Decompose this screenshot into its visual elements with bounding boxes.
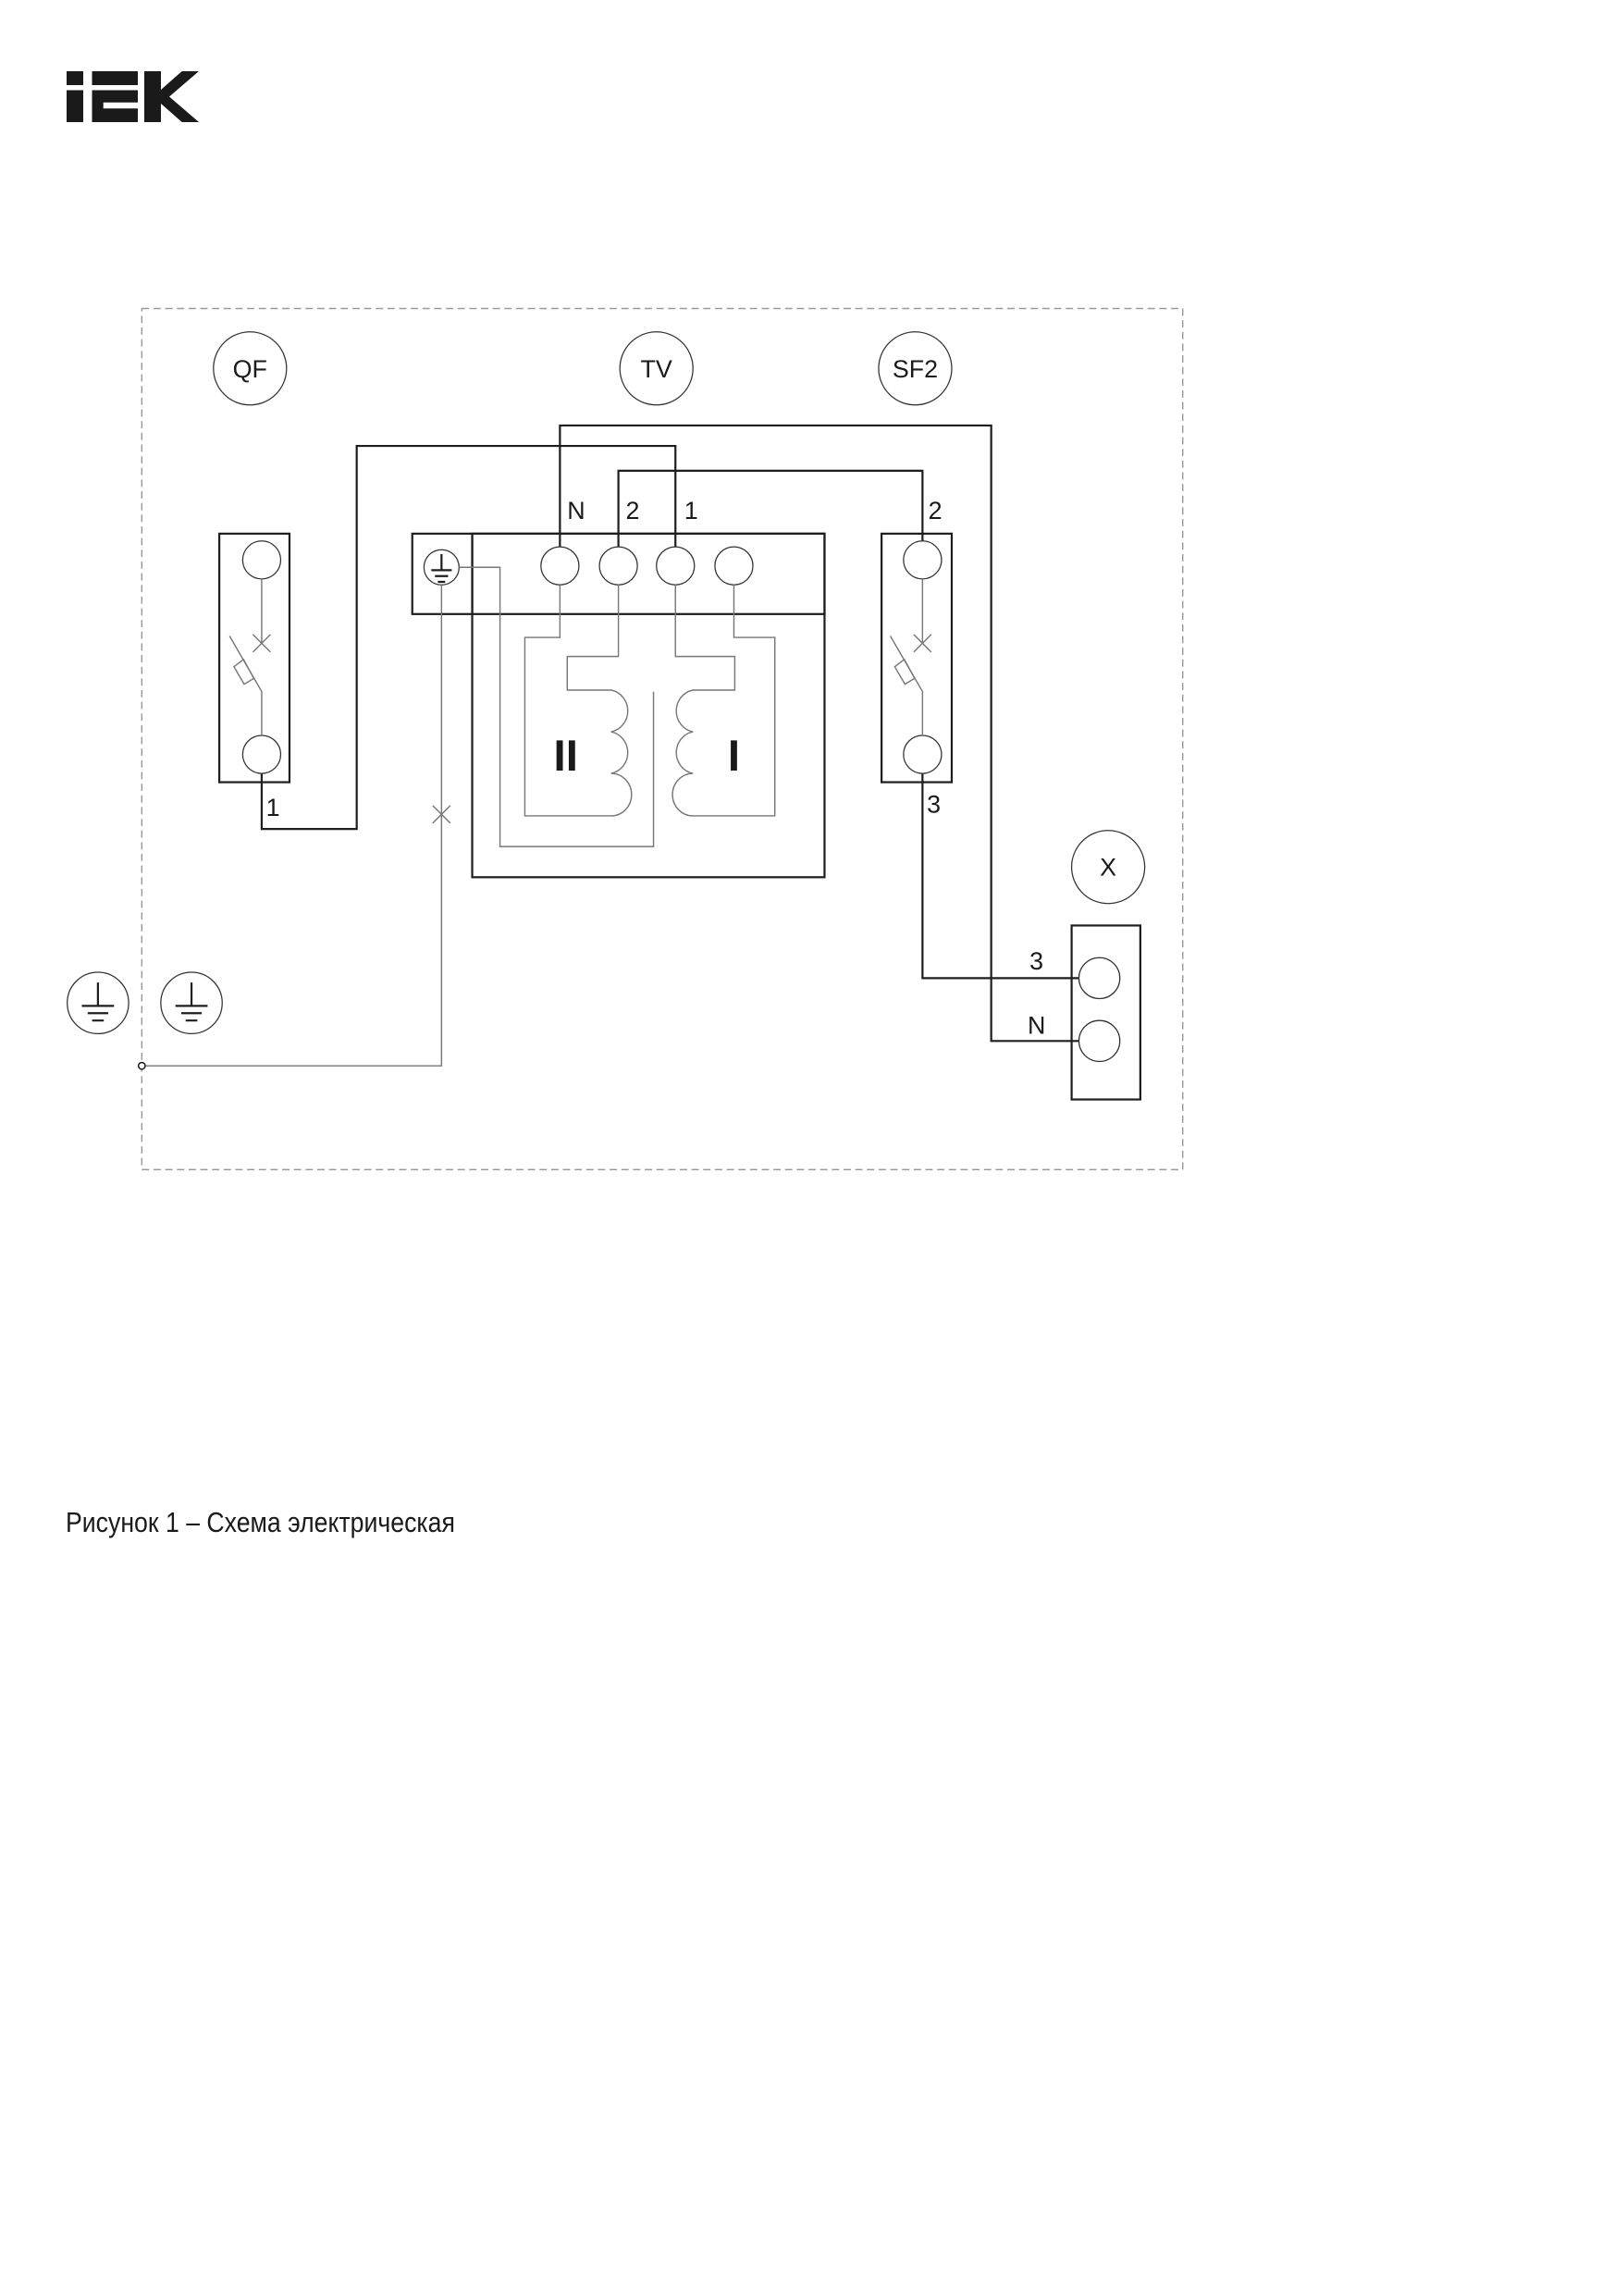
tv-label-2: 2 xyxy=(626,497,640,525)
x-terminal-block: 3 N xyxy=(1028,924,1141,1101)
enclosure-frame xyxy=(141,307,1184,1171)
designator-tv: TV xyxy=(619,331,694,406)
winding-ii-label: II xyxy=(554,732,578,781)
earth-node xyxy=(137,1061,146,1070)
sf2-circuit-breaker: 2 3 xyxy=(881,497,954,819)
wire-tv-n-to-x-n xyxy=(559,424,1081,1043)
tv-terminal-1 xyxy=(656,546,696,586)
qf-terminal-label: 1 xyxy=(266,794,280,821)
wire-earth xyxy=(142,585,451,1067)
designator-qf-label: QF xyxy=(233,355,267,383)
sf2-top-label: 2 xyxy=(929,497,943,525)
x-label-n: N xyxy=(1028,1011,1045,1039)
wire-tv-2-to-sf2 xyxy=(617,469,924,548)
wire-qf-to-tv-1 xyxy=(260,444,677,831)
qf-circuit-breaker: 1 xyxy=(217,532,291,821)
designator-tv-label: TV xyxy=(641,355,672,383)
designator-x-label: X xyxy=(1100,854,1116,882)
tv-terminal-n xyxy=(540,546,580,586)
ground-symbol-icon xyxy=(160,971,223,1035)
sf2-bottom-label: 3 xyxy=(927,791,941,819)
tv-terminal-2 xyxy=(598,546,638,586)
winding-i-label: I xyxy=(728,732,740,781)
tv-terminal-4 xyxy=(714,546,754,586)
designator-x: X xyxy=(1070,830,1146,905)
wire-sf2-to-x-3 xyxy=(921,773,1081,980)
x-label-3: 3 xyxy=(1029,947,1043,975)
figure-caption: Рисунок 1 – Схема электрическая xyxy=(66,1506,455,1538)
ground-symbol-icon xyxy=(67,971,129,1035)
tv-transformer: N 2 1 II I xyxy=(411,497,826,879)
designator-qf: QF xyxy=(213,331,288,406)
tv-label-n: N xyxy=(567,497,585,525)
iek-logo xyxy=(67,70,200,122)
tv-label-1: 1 xyxy=(684,497,698,525)
designator-sf2-label: SF2 xyxy=(893,355,938,383)
designator-sf2: SF2 xyxy=(878,331,953,406)
